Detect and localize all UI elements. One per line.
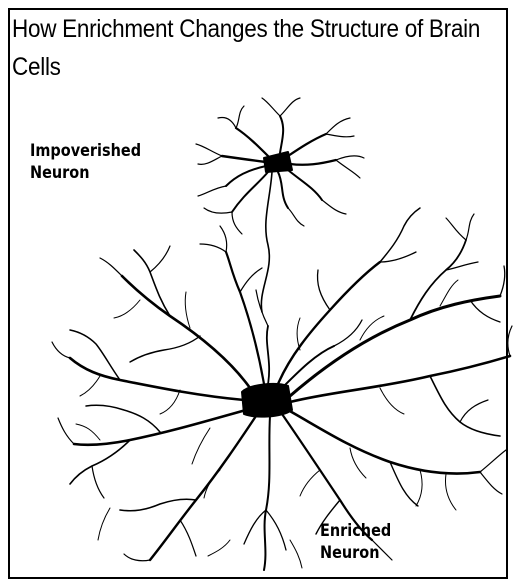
enriched-neuron — [52, 208, 512, 570]
impoverished-neuron — [196, 98, 364, 312]
